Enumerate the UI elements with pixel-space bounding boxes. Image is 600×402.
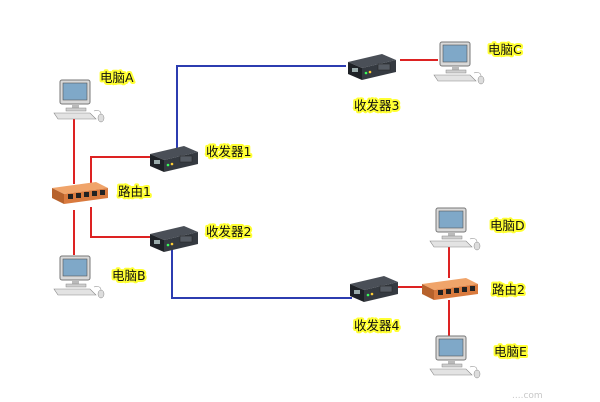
computer-icon [53, 255, 105, 299]
fiber-links [171, 65, 352, 299]
transceiver-2[interactable] [149, 225, 199, 253]
computer-e[interactable] [429, 335, 481, 379]
label-pc-d: 电脑D [490, 218, 525, 233]
label-pc-b: 电脑B [112, 268, 146, 283]
label-router-2: 路由2 [492, 282, 525, 297]
router-1[interactable] [52, 182, 108, 204]
computer-a[interactable] [53, 79, 105, 123]
ethernet-links [73, 59, 450, 336]
label-router-1: 路由1 [118, 184, 151, 199]
transceiver-icon [149, 225, 199, 253]
label-transceiver-2: 收发器2 [206, 224, 251, 239]
computer-icon [429, 335, 481, 379]
link-router-1-transceiver-2 [90, 207, 150, 238]
link-router-1-transceiver-1 [90, 156, 150, 186]
label-pc-c: 电脑C [488, 42, 522, 57]
computer-icon [53, 79, 105, 123]
computer-icon [429, 207, 481, 251]
transceiver-icon [349, 275, 399, 303]
label-pc-e: 电脑E [494, 344, 527, 359]
fiber-link-t1-t3 [176, 65, 346, 150]
router-icon [52, 182, 108, 204]
label-transceiver-3: 收发器3 [354, 98, 399, 113]
computer-d[interactable] [429, 207, 481, 251]
label-transceiver-4: 收发器4 [354, 318, 400, 333]
computer-b[interactable] [53, 255, 105, 299]
transceiver-3[interactable] [347, 53, 397, 81]
computer-c[interactable] [433, 41, 485, 85]
transceiver-4[interactable] [349, 275, 399, 303]
transceiver-1[interactable] [149, 145, 199, 173]
computer-icon [433, 41, 485, 85]
label-pc-a: 电脑A [100, 70, 134, 85]
router-icon [422, 278, 478, 300]
transceiver-icon [149, 145, 199, 173]
label-transceiver-1: 收发器1 [206, 144, 251, 159]
fiber-link-t2-t4 [171, 240, 352, 299]
router-2[interactable] [422, 278, 478, 300]
transceiver-icon [347, 53, 397, 81]
watermark: ....com [512, 391, 543, 401]
